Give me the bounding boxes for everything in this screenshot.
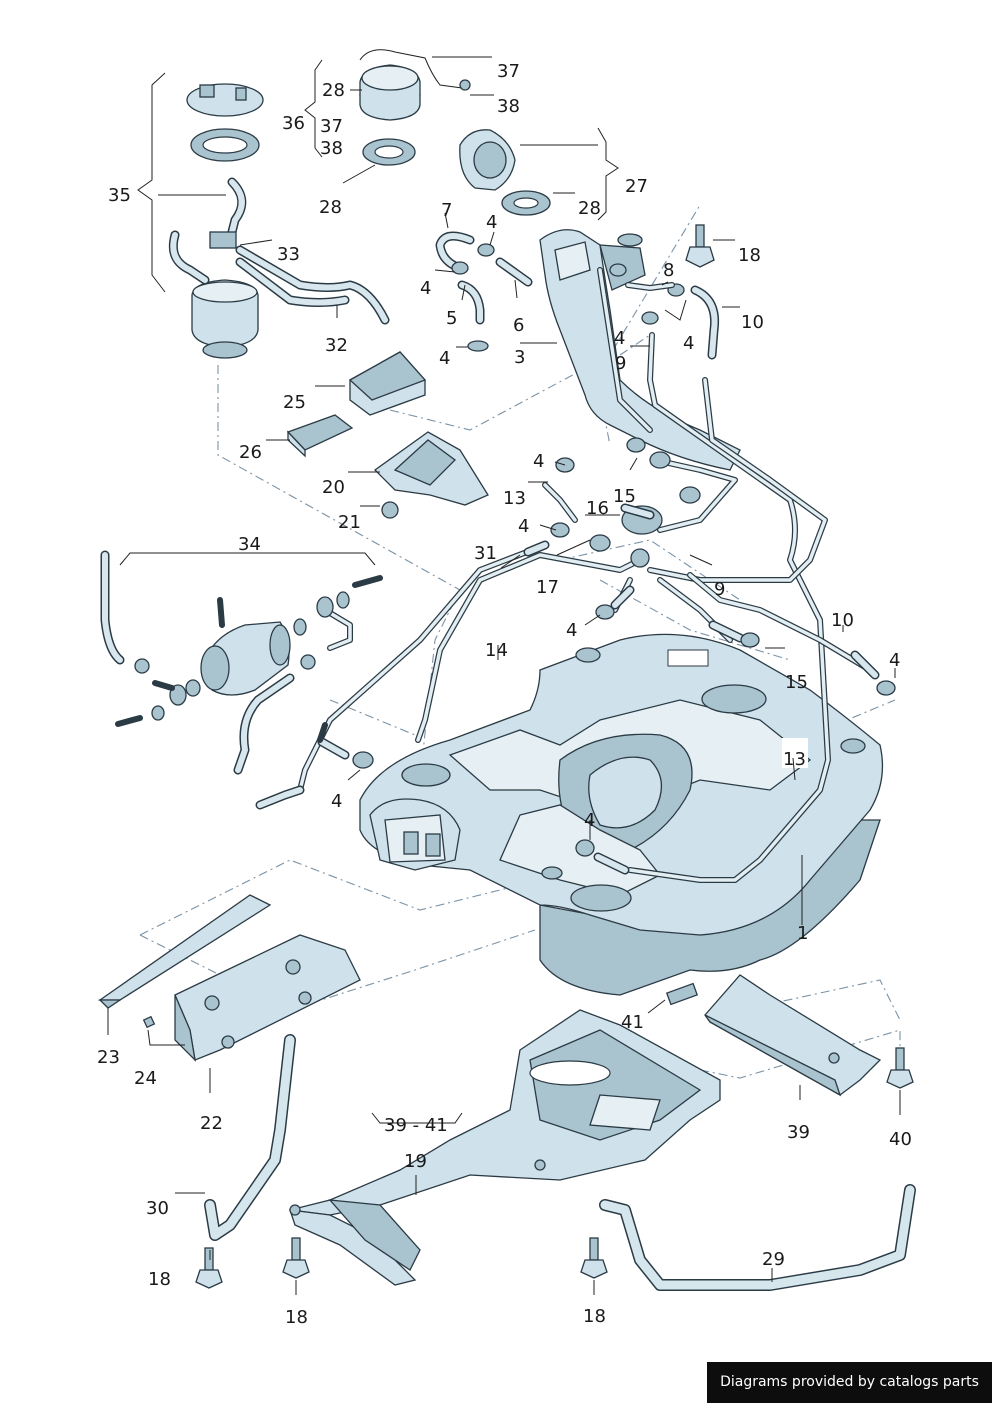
callout-13: 13: [503, 488, 526, 509]
callout-leaders: [107, 56, 901, 1295]
callout-33: 33: [277, 244, 300, 265]
callout-15: 15: [785, 672, 808, 693]
callout-6: 6: [513, 315, 524, 336]
lower-lines: [255, 437, 896, 880]
callout-9: 9: [714, 579, 725, 600]
credit-banner: Diagrams provided by catalogs parts: [707, 1362, 992, 1403]
callout-4: 4: [584, 810, 595, 831]
callout-37: 37: [497, 61, 520, 82]
fuel-cap-assembly: [359, 49, 551, 216]
callout-38: 38: [497, 96, 520, 117]
callout-4: 4: [439, 348, 450, 369]
callout-15: 15: [613, 486, 636, 507]
callout-26: 26: [239, 442, 262, 463]
callout-4: 4: [889, 650, 900, 671]
callout-4: 4: [533, 451, 544, 472]
callout-8: 8: [663, 260, 674, 281]
callout-37: 37: [320, 116, 343, 137]
callout-9: 9: [615, 353, 626, 374]
callout-18: 18: [738, 245, 761, 266]
callout-4: 4: [420, 278, 431, 299]
callout-23: 23: [97, 1047, 120, 1068]
callout-25: 25: [283, 392, 306, 413]
callout-4: 4: [683, 333, 694, 354]
callout-14: 14: [485, 640, 508, 661]
callout-10: 10: [831, 610, 854, 631]
callout-18: 18: [583, 1306, 606, 1327]
fuel-tank: [359, 633, 884, 996]
callout-38: 38: [320, 138, 343, 159]
callout-28: 28: [578, 198, 601, 219]
callout-3: 3: [514, 347, 525, 368]
callout-18: 18: [285, 1307, 308, 1328]
callout-29: 29: [762, 1249, 785, 1270]
callout-17: 17: [536, 577, 559, 598]
tank-straps: [204, 1034, 916, 1291]
hose-32: [235, 245, 390, 325]
callout-10: 10: [741, 312, 764, 333]
callout-21: 21: [338, 512, 361, 533]
callout-24: 24: [134, 1068, 157, 1089]
shields-upper: [286, 351, 489, 519]
callout-4: 4: [331, 791, 342, 812]
callout-30: 30: [146, 1198, 169, 1219]
callout-34: 34: [238, 534, 261, 555]
callout-39: 39: [787, 1122, 810, 1143]
callout-35: 35: [108, 185, 131, 206]
callout-5: 5: [446, 308, 457, 329]
callout-7: 7: [441, 200, 452, 221]
fuel-lines: [297, 332, 873, 883]
callout-1: 1: [797, 923, 808, 944]
shields-lower: [97, 894, 882, 1097]
callout-32: 32: [325, 335, 348, 356]
callout-22: 22: [200, 1113, 223, 1134]
callout-4: 4: [566, 620, 577, 641]
callout-19: 19: [404, 1151, 427, 1172]
fuel-filter: [100, 550, 383, 775]
callout-41: 41: [621, 1012, 644, 1033]
fuel-pump-unit: [168, 83, 264, 359]
callout-4: 4: [614, 328, 625, 349]
underbody-guard: [289, 1009, 721, 1286]
callout-27: 27: [625, 176, 648, 197]
callout-18: 18: [148, 1269, 171, 1290]
callout-13: 13: [783, 749, 806, 770]
callout-4: 4: [518, 516, 529, 537]
callout-31: 31: [474, 543, 497, 564]
callout-40: 40: [889, 1129, 912, 1150]
callout-16: 16: [586, 498, 609, 519]
callout-4: 4: [486, 212, 497, 233]
callout-36: 36: [282, 113, 305, 134]
bolts: [142, 224, 914, 1289]
callout-labels: 37 38 28 36 37 38 28 27 28 35 33 32 7 4 …: [97, 61, 912, 1328]
callout-28: 28: [319, 197, 342, 218]
callout-20: 20: [322, 477, 345, 498]
group-brackets: [119, 59, 619, 1124]
callout-28: 28: [322, 80, 345, 101]
callout-39-41: 39 - 41: [384, 1115, 448, 1136]
